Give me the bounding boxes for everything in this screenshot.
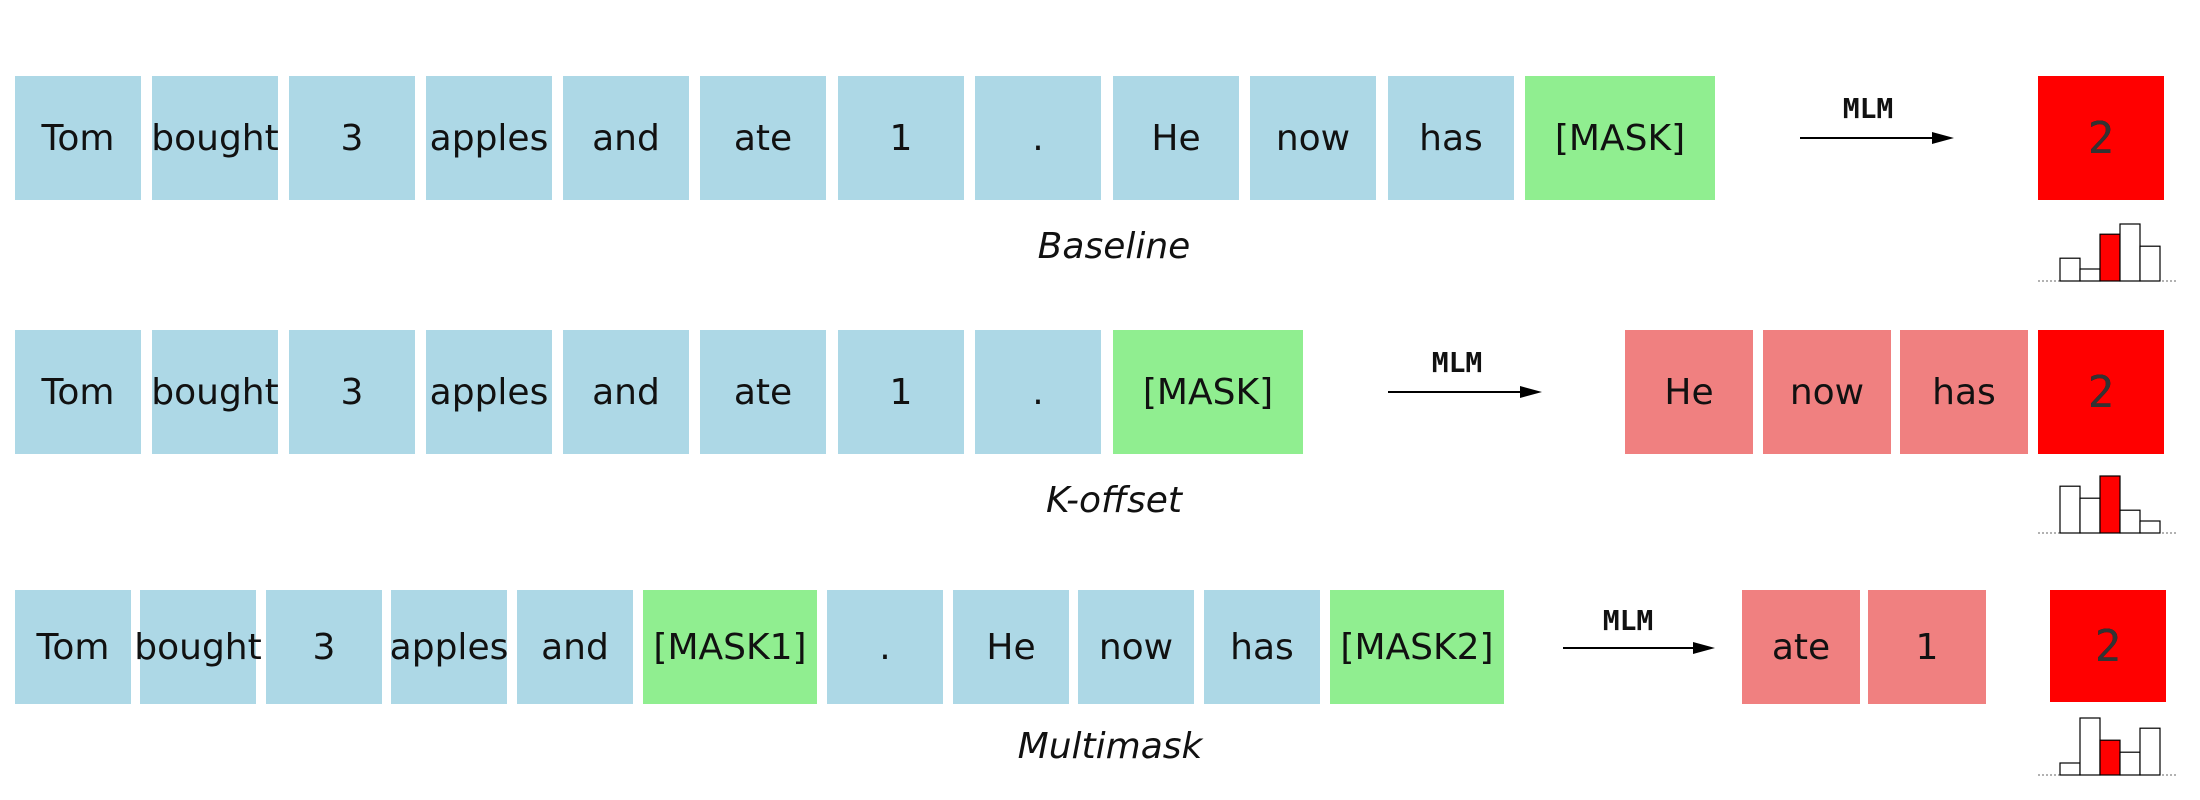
output-token: now bbox=[1763, 330, 1891, 454]
output-token: He bbox=[1625, 330, 1753, 454]
arrow-icon bbox=[1388, 386, 1542, 398]
arrow-icon bbox=[1563, 642, 1715, 654]
row-caption: K-offset bbox=[1045, 480, 1183, 521]
histogram-bar bbox=[2079, 497, 2101, 534]
input-token: ate bbox=[700, 330, 826, 454]
histogram-bar-highlight bbox=[2099, 475, 2121, 534]
probability-histogram bbox=[2038, 717, 2178, 776]
histogram-bar bbox=[2059, 257, 2081, 282]
output-token: has bbox=[1900, 330, 2028, 454]
histogram-bar bbox=[2119, 223, 2141, 282]
input-token: Tom bbox=[15, 76, 141, 200]
input-token: has bbox=[1388, 76, 1514, 200]
input-token: ate bbox=[700, 76, 826, 200]
mlm-label: MLM bbox=[1842, 92, 1894, 125]
histogram-bar bbox=[2059, 762, 2081, 776]
histogram-bar bbox=[2059, 485, 2081, 534]
mlm-label: MLM bbox=[1602, 604, 1654, 637]
histogram-bar-highlight bbox=[2099, 233, 2121, 282]
histogram-bar-highlight bbox=[2099, 739, 2121, 776]
mask-token: [MASK1] bbox=[643, 590, 817, 704]
input-token: Tom bbox=[15, 590, 131, 704]
input-token: 3 bbox=[266, 590, 382, 704]
input-token: and bbox=[517, 590, 633, 704]
answer-token: 2 bbox=[2038, 330, 2164, 454]
input-token: . bbox=[827, 590, 943, 704]
histogram-bar bbox=[2119, 509, 2141, 534]
output-token: ate bbox=[1742, 590, 1860, 704]
input-token: and bbox=[563, 330, 689, 454]
input-token: now bbox=[1078, 590, 1194, 704]
answer-token: 2 bbox=[2050, 590, 2166, 702]
input-token: and bbox=[563, 76, 689, 200]
answer-token: 2 bbox=[2038, 76, 2164, 200]
histogram-bar bbox=[2119, 751, 2141, 776]
input-token: He bbox=[953, 590, 1069, 704]
histogram-bar bbox=[2079, 717, 2101, 776]
input-token: 3 bbox=[289, 330, 415, 454]
input-token: Tom bbox=[15, 330, 141, 454]
input-token: He bbox=[1113, 76, 1239, 200]
input-token: bought bbox=[151, 76, 279, 200]
input-token: has bbox=[1204, 590, 1320, 704]
input-token: . bbox=[975, 330, 1101, 454]
output-token: 1 bbox=[1868, 590, 1986, 704]
histogram-bar bbox=[2079, 268, 2101, 282]
mask-token: [MASK2] bbox=[1330, 590, 1504, 704]
mask-token: [MASK] bbox=[1113, 330, 1303, 454]
input-token: 1 bbox=[838, 76, 964, 200]
probability-histogram bbox=[2038, 475, 2178, 534]
input-token: 1 bbox=[838, 330, 964, 454]
probability-histogram bbox=[2038, 223, 2178, 282]
histogram-bar bbox=[2139, 245, 2161, 282]
input-token: 3 bbox=[289, 76, 415, 200]
mlm-label: MLM bbox=[1431, 346, 1483, 379]
histogram-bar bbox=[2139, 727, 2161, 776]
row-caption: Multimask bbox=[1017, 726, 1203, 767]
input-token: apples bbox=[390, 590, 508, 704]
row-caption: Baseline bbox=[1037, 226, 1191, 267]
arrow-icon bbox=[1800, 132, 1954, 144]
input-token: apples bbox=[426, 330, 552, 454]
input-token: bought bbox=[151, 330, 279, 454]
mask-token: [MASK] bbox=[1525, 76, 1715, 200]
input-token: apples bbox=[426, 76, 552, 200]
histogram-bar bbox=[2139, 520, 2161, 534]
input-token: now bbox=[1250, 76, 1376, 200]
input-token: . bbox=[975, 76, 1101, 200]
input-token: bought bbox=[134, 590, 262, 704]
